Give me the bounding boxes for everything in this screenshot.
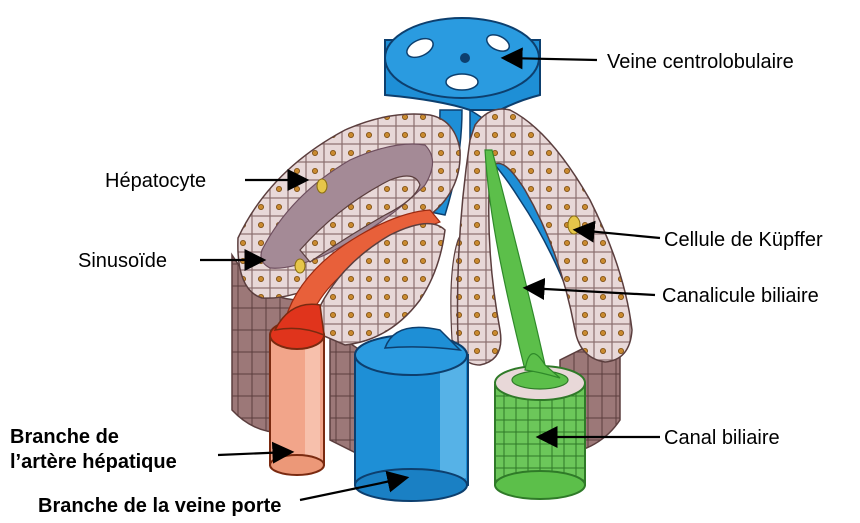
label-branche-artere-line2: l’artère hépatique xyxy=(10,451,177,473)
hepatic-artery-branch xyxy=(270,304,324,475)
kupffer-cell-2 xyxy=(295,259,305,273)
label-branche-veine-porte: Branche de la veine porte xyxy=(38,495,281,517)
vein-opening-4 xyxy=(460,53,470,63)
label-canalicule-biliaire: Canalicule biliaire xyxy=(662,285,819,307)
portal-vein-branch xyxy=(355,327,468,501)
label-sinusoide: Sinusoïde xyxy=(78,250,167,272)
portal-vein-highlight xyxy=(440,360,466,485)
vein-opening-3 xyxy=(446,74,478,90)
kupffer-cell-3 xyxy=(317,179,327,193)
central-vein xyxy=(385,18,540,110)
label-branche-artere-line1: Branche de xyxy=(10,426,119,448)
kupffer-cell-1 xyxy=(568,216,580,234)
label-veine-centrolobulaire: Veine centrolobulaire xyxy=(607,51,794,73)
artery-bottom xyxy=(270,455,324,475)
label-cellule-kupffer: Cellule de Küpffer xyxy=(664,229,823,251)
bile-duct-lumen xyxy=(512,371,568,389)
portal-vein-neck xyxy=(385,327,460,350)
artery-highlight xyxy=(305,340,320,462)
bile-duct-bottom xyxy=(495,471,585,499)
label-hepatocyte: Hépatocyte xyxy=(105,170,206,192)
bile-duct xyxy=(495,354,585,499)
label-canal-biliaire: Canal biliaire xyxy=(664,427,780,449)
